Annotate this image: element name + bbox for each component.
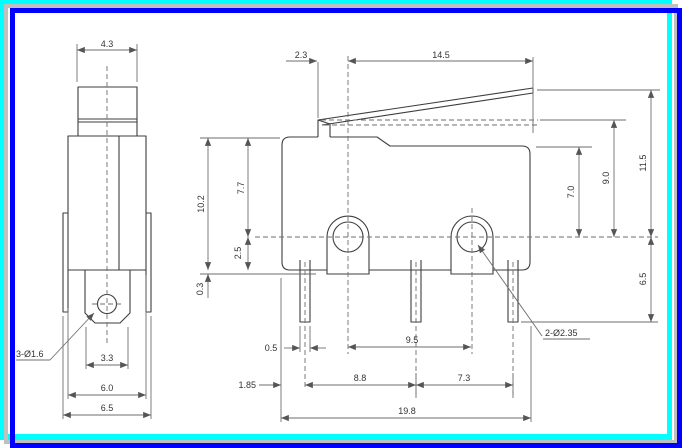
dim-axis-to-lever-free-label: 9.0 [601,172,611,185]
lever-hinge-boss [317,119,331,137]
dimension-labels: 4.3 3-Ø1.6 3.3 6.0 6.5 2.3 14.5 10.2 7.7… [16,39,648,416]
dim-axis-to-lever-tip-label: 11.5 [638,155,648,172]
left-view [62,66,152,345]
dim-axis-to-terminal-tip-label: 6.5 [638,273,648,286]
dim-tab-width-label: 3.3 [101,353,114,363]
dim-lever-length-label: 14.5 [432,50,450,60]
dim-top-to-axis-label: 7.7 [236,182,246,195]
dim-height-overall-label: 10.2 [196,195,206,213]
hole-callout-right-view-label: 2-Ø2.35 [545,328,578,338]
dim-hole-pitch-label: 9.5 [406,335,419,345]
plunger-button-outline [77,86,138,137]
left-view-centerlines [92,66,122,345]
mounting-bosses [326,215,494,275]
lever-arm [317,87,534,126]
dim-edge-to-first-terminal-label: 1.85 [238,380,256,390]
dim-axis-to-base-label: 2.5 [233,247,243,260]
dim-length-overall-label: 19.8 [398,406,416,416]
bottom-terminal-tab [84,270,131,324]
dim-overall-width-label: 6.5 [101,403,114,413]
dim-pitch-t2-t3-label: 7.3 [458,373,471,383]
dim-hinge-offset-label: 2.3 [295,50,308,60]
dim-axis-to-top-right-label: 7.0 [566,186,576,199]
dim-boss-protrusion-label: 0.3 [195,283,205,296]
dim-plunger-width-label: 4.3 [101,39,114,49]
right-view [255,56,658,398]
dim-body-width-label: 6.0 [101,383,114,393]
dim-terminal-thickness-label: 0.5 [265,343,278,353]
switch-body-side-outline [62,135,152,313]
dimension-lines [16,44,660,422]
hole-callout-left-view-label: 3-Ø1.6 [16,349,44,359]
switch-body-front-outline [281,136,531,271]
dim-pitch-t1-t2-label: 8.8 [354,373,367,383]
